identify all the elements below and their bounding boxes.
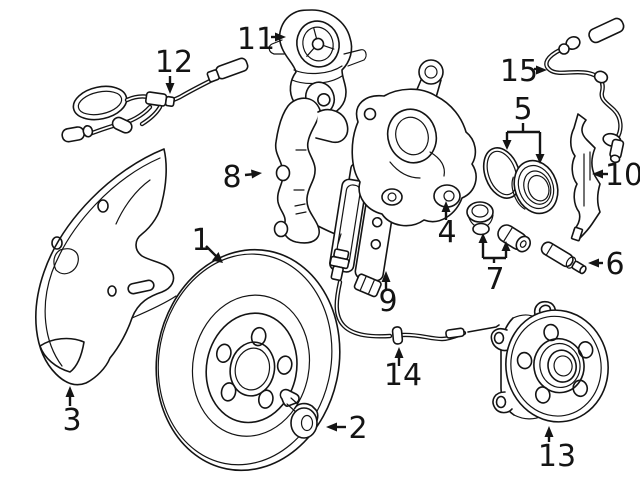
callout-12-label: 12 [155,45,193,80]
callout-14-label: 14 [384,358,422,393]
callout-10: 10 [592,158,640,193]
callout-15: 15 [500,54,547,89]
callout-8: 8 [222,160,262,195]
rotor-screw-drawing [279,388,319,439]
callout-8-label: 8 [222,160,241,195]
callout-4-label: 4 [437,215,456,250]
abs-sensor-drawing [544,17,625,164]
callout-1: 1 [191,223,223,263]
guide-pin-drawing [540,241,587,275]
callout-5-label: 5 [513,92,532,127]
callout-3-label: 3 [62,403,81,438]
callout-7-label: 7 [485,262,504,297]
guide-bushing-and-cap-drawing [466,201,531,253]
callout-15-label: 15 [500,54,538,89]
callout-4: 4 [437,201,457,250]
callout-11-label: 11 [237,22,275,57]
callout-6: 6 [588,247,625,282]
callout-13: 13 [538,426,576,474]
parking-brake-actuator-drawing [268,9,367,118]
callout-10-label: 10 [605,158,640,193]
piston-seal-and-boot-drawing [482,147,559,215]
callout-12: 12 [155,45,193,94]
brake-caliper-drawing [351,59,477,227]
callout-6-label: 6 [605,247,624,282]
brake-cable-drawing [329,233,500,345]
callout-14: 14 [384,347,422,393]
wear-sensor-wire-drawing [61,57,249,143]
callout-2: 2 [326,411,368,446]
callout-1-label: 1 [191,223,210,258]
splash-shield-drawing [35,148,177,386]
callout-5: 5 [502,92,545,164]
callout-13-label: 13 [538,439,576,474]
callout-7: 7 [478,233,511,297]
callout-9-label: 9 [378,284,397,319]
callout-3: 3 [62,386,82,438]
callout-11: 11 [237,22,286,57]
wheel-hub-drawing [490,300,609,423]
retaining-spring-clip-drawing [569,113,601,242]
callout-9: 9 [378,271,398,319]
callout-2-label: 2 [348,411,367,446]
